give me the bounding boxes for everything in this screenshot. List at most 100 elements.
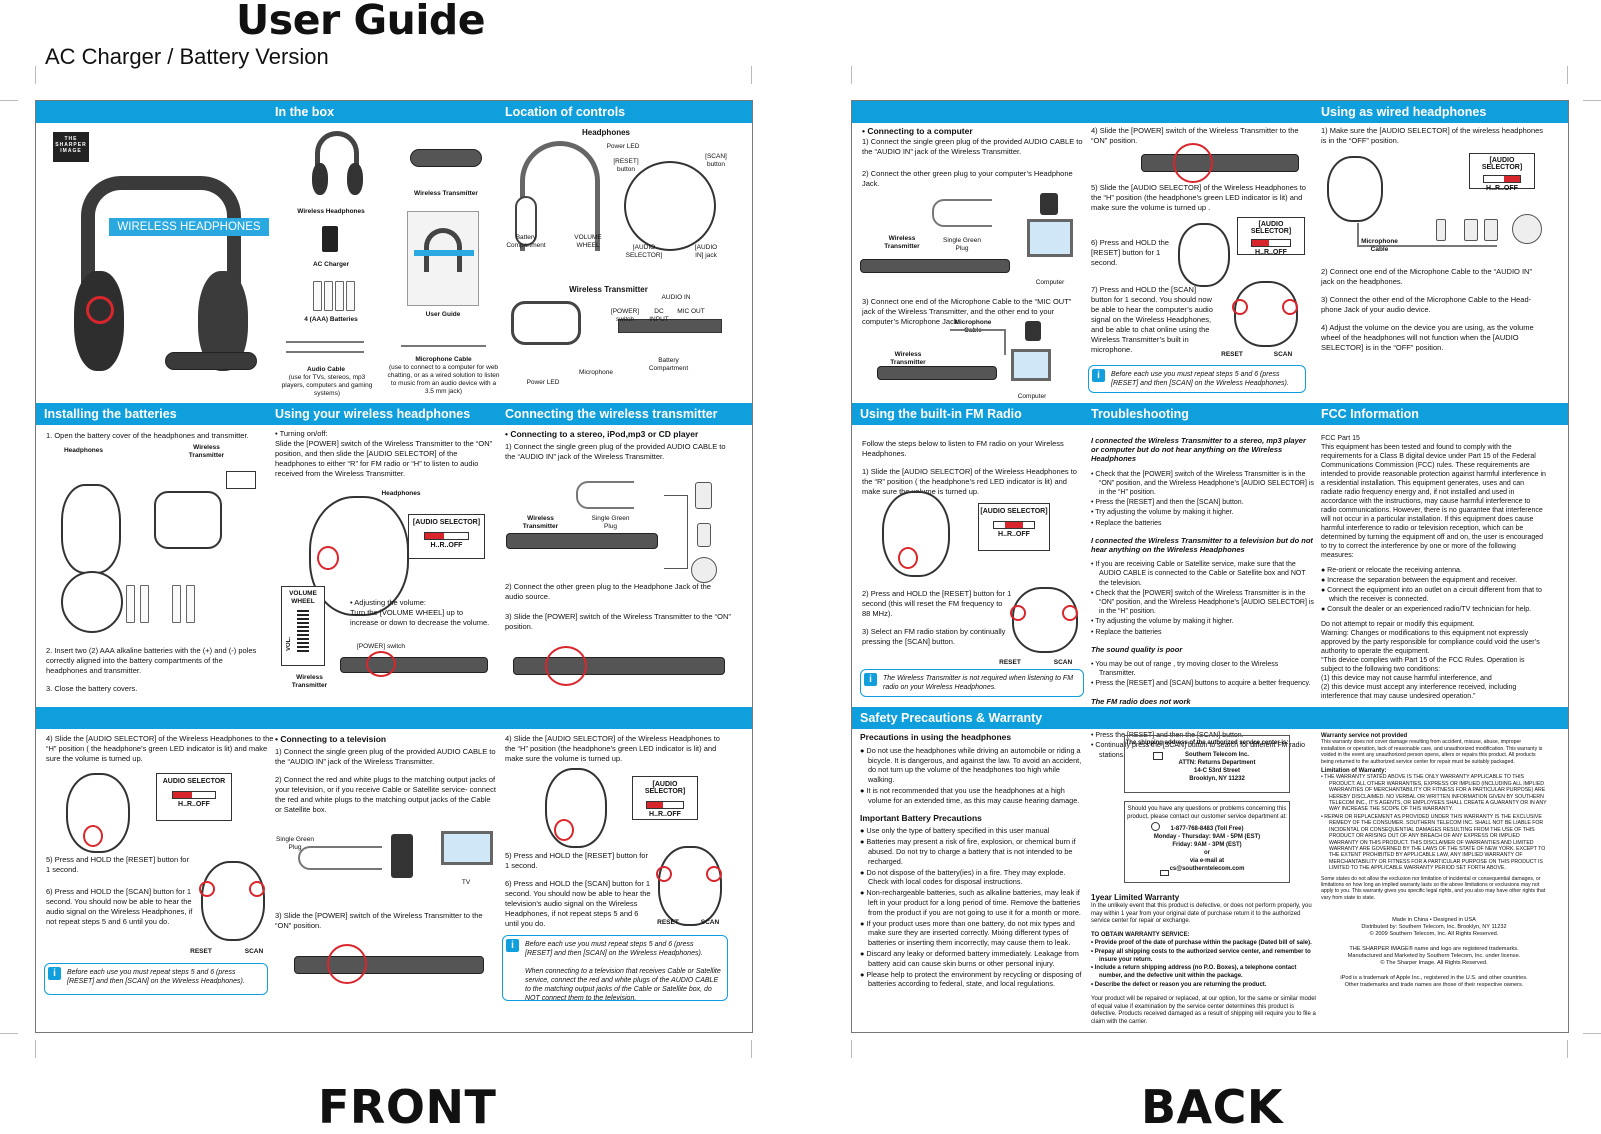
- fm-reset-label: RESET: [999, 659, 1021, 666]
- bar-fm: Using the built-in FM Radio: [860, 407, 1022, 421]
- fcc-list: ● Re-orient or relocate the receiving an…: [1321, 566, 1547, 614]
- loc-transmitter-top: [511, 301, 581, 345]
- bottom-reset-label: RESET: [190, 948, 212, 955]
- box-battery: [324, 281, 333, 311]
- fcc-p6: (1) this device may not cause harmful in…: [1321, 675, 1492, 682]
- fcc-p3: Do not attempt to repair or modify this …: [1321, 621, 1475, 628]
- computer2-info-text: Before each use you must repeat steps 5 …: [1111, 371, 1289, 387]
- safety-item: ● Use only the type of battery specified…: [860, 826, 1050, 836]
- tv-cable: [298, 846, 382, 870]
- credit-line: Distributed by: Southern Telecom, Inc. B…: [1361, 924, 1507, 931]
- right-info-text-2: When connecting to a television that rec…: [525, 968, 721, 1002]
- front-label: FRONT: [318, 1080, 497, 1134]
- safety-h2: Important Battery Precautions: [860, 812, 982, 823]
- loc-power-switch: [POWER] switch: [610, 308, 640, 323]
- warranty-heading: 1year Limited Warranty: [1091, 893, 1180, 902]
- tv-jack-panel: [391, 834, 413, 878]
- info-icon: i: [506, 939, 519, 952]
- box-battery: [346, 281, 355, 311]
- info-icon: i: [1092, 369, 1105, 382]
- loc-microphone: Microphone: [579, 369, 613, 376]
- using-label-headphones: Headphones: [381, 490, 421, 497]
- right-step-4: 4) Slide the [AUDIO SELECTOR] of the Wir…: [505, 734, 720, 763]
- credit-line: © The Sharper Image. All Rights Reserved…: [1380, 960, 1488, 967]
- bar-safety: Safety Precautions & Warranty: [860, 711, 1043, 725]
- using-adjust-heading: • Adjusting the volume:: [350, 598, 427, 607]
- safety-h1: Precautions in using the headphones: [860, 732, 1012, 742]
- fcc-measure: ● Re-orient or relocate the receiving an…: [1321, 567, 1462, 574]
- computer-transmitter: [860, 259, 1010, 273]
- box-charger-icon: [322, 226, 338, 252]
- tv-power-highlight: [327, 944, 367, 984]
- back-label: BACK: [1141, 1080, 1284, 1134]
- crop-mark: [1567, 1040, 1568, 1058]
- connect-power-highlight: [545, 646, 587, 686]
- computer2-reset-highlight: [1232, 299, 1248, 315]
- front-bar-top: In the box Location of controls: [36, 101, 752, 123]
- page-subtitle: AC Charger / Battery Version: [45, 44, 329, 69]
- using-volume-abbrev: VOL.: [286, 637, 292, 652]
- box-battery: [313, 281, 322, 311]
- ship-box: The shipping address of the authorized s…: [1124, 735, 1290, 793]
- fm-info-box: i The Wireless Transmitter is not requir…: [860, 669, 1084, 697]
- box-battery: [335, 281, 344, 311]
- computer-mic-jack: [1025, 321, 1041, 341]
- box-label-audio-cable: Audio Cable: [307, 366, 345, 373]
- trouble-q4: The FM radio does not work: [1091, 696, 1191, 706]
- back-bar-mid: Using the built-in FM Radio Troubleshoot…: [852, 403, 1568, 425]
- box-label-transmitter: Wireless Transmitter: [414, 190, 478, 197]
- crop-mark: [751, 66, 752, 84]
- bottom-step-6: 6) Press and HOLD the [SCAN] button for …: [46, 887, 193, 926]
- trouble-answer: • Check that the [POWER] switch of the W…: [1091, 470, 1314, 497]
- right-info-box: i Before each use you must repeat steps …: [502, 935, 728, 1002]
- wired-cable: [1357, 223, 1497, 247]
- bar-trouble: Troubleshooting: [1091, 407, 1189, 421]
- wired-steps: 2) Connect one end of the Microphone Cab…: [1321, 267, 1547, 359]
- bottom-step-4: 4) Slide the [AUDIO SELECTOR] of the Wir…: [46, 734, 274, 763]
- wired-step-2: 2) Connect one end of the Microphone Cab…: [1321, 267, 1532, 286]
- box-audio-cable-icon: [286, 341, 364, 353]
- loc-transmitter-title: Wireless Transmitter: [569, 285, 648, 294]
- right-scan-label: SCAN: [700, 919, 720, 926]
- fcc-p7: (2) this device must accept any interfer…: [1321, 684, 1517, 700]
- warranty2-h1: Warranty service not provided: [1321, 733, 1408, 739]
- safety-item: ● It is not recommended that you use the…: [860, 785, 1080, 805]
- bottom-selector-highlight: [83, 825, 103, 847]
- ship-heading: The shipping address of the authorized s…: [1125, 740, 1289, 746]
- loc-audio-in: [AUDIO IN] jack: [694, 244, 718, 259]
- using-volume-label: VOLUME WHEEL: [289, 590, 317, 605]
- safety-item: ● Please help to protect the environment…: [860, 969, 1082, 989]
- loc-volume: VOLUME WHEEL: [574, 234, 602, 249]
- crop-mark: [751, 1040, 752, 1058]
- fcc-column: FCC Part 15 This equipment has been test…: [1321, 434, 1547, 707]
- front-panel: In the box Location of controls THE SHAR…: [35, 100, 753, 1033]
- computer-step-3-block: 3) Connect one end of the Microphone Cab…: [862, 297, 1084, 333]
- install-step-1: 1. Open the battery cover of the headpho…: [46, 431, 249, 440]
- contact-heading: Should you have any questions or problem…: [1127, 806, 1287, 820]
- computer2-scan-label: SCAN: [1273, 351, 1293, 358]
- bar-connecting: Connecting the wireless transmitter: [505, 407, 718, 421]
- right-selector-positions: H..R..OFF: [649, 811, 681, 818]
- loc-reset: [RESET] button: [613, 158, 639, 173]
- contact-or: or: [1204, 850, 1210, 856]
- loc-dc-input: DC INPUT: [649, 308, 669, 323]
- bar-fcc: FCC Information: [1321, 407, 1419, 421]
- connect-cd-icon: [691, 557, 717, 583]
- email-icon: [1160, 870, 1169, 876]
- fm-selector-highlight: [898, 547, 918, 569]
- using-adjust-text: Turn the [VOLUME WHEEL] up to increase o…: [350, 608, 490, 627]
- loc-headphones-title: Headphones: [581, 128, 630, 137]
- fm-info-text: The Wireless Transmitter is not required…: [883, 675, 1074, 691]
- wired-step-3: 3) Connect the other end of the Micropho…: [1321, 295, 1532, 314]
- contact-box: Should you have any questions or problem…: [1124, 801, 1290, 883]
- install-battery: [172, 585, 181, 623]
- right-info-text-1: Before each use you must repeat steps 5 …: [525, 941, 703, 957]
- contact-email: cs@southerntelecom.com: [1169, 866, 1245, 872]
- bottom-step-5-block: 5) Press and HOLD the [RESET] button for…: [46, 855, 194, 933]
- back-panel: Using as wired headphones • Connecting t…: [851, 100, 1569, 1033]
- back-bar-top: Using as wired headphones: [852, 101, 1568, 123]
- trouble-answer: • Press the [RESET] and [SCAN] buttons t…: [1091, 680, 1311, 688]
- fm-selector-switch: [993, 521, 1035, 529]
- safety-list-1: ● Do not use the headphones while drivin…: [860, 746, 1088, 806]
- fm-step-2: 2) Press and HOLD the [RESET] button for…: [862, 589, 1012, 618]
